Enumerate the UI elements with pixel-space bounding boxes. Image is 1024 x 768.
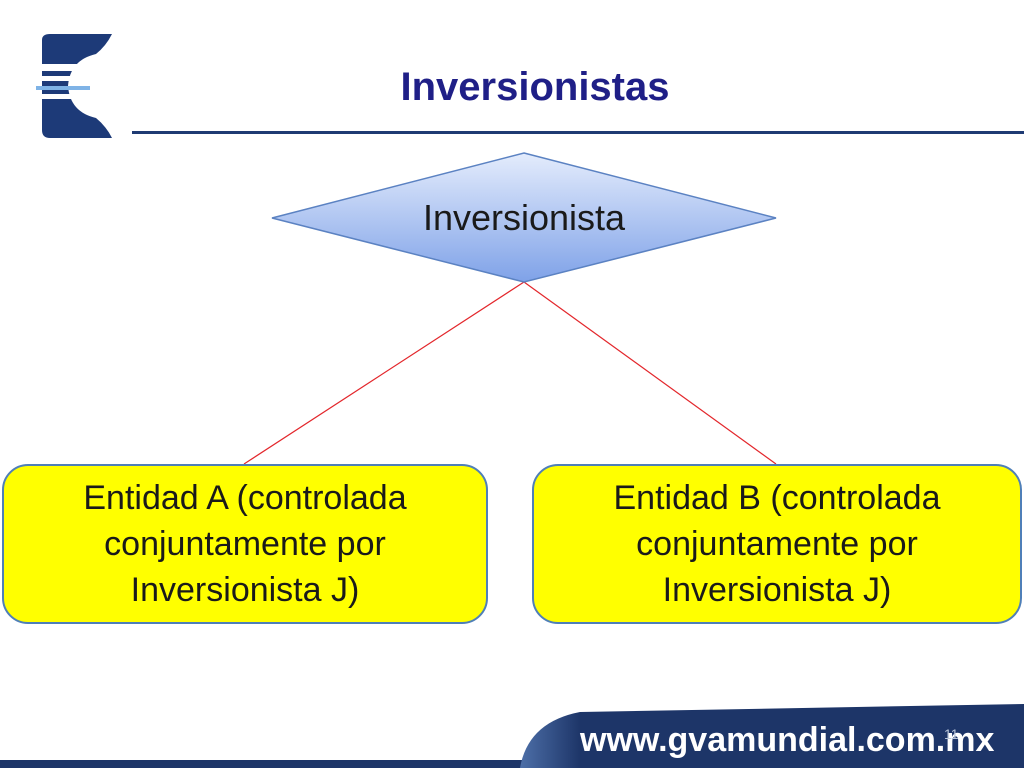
website-url[interactable]: www.gvamundial.com.mx — [580, 721, 995, 759]
root-diamond — [271, 152, 777, 283]
entity-b-box: Entidad B (controlada conjuntamente por … — [532, 464, 1022, 624]
entity-a-box: Entidad A (controlada conjuntamente por … — [2, 464, 488, 624]
slide-title: Inversionistas — [400, 65, 670, 109]
page-number: 11 — [944, 726, 959, 742]
connector-line-b — [523, 281, 777, 465]
entity-a-label: Entidad A (controlada conjuntamente por … — [83, 479, 407, 609]
title-divider — [132, 131, 1024, 134]
entity-b-label: Entidad B (controlada conjuntamente por … — [613, 479, 941, 609]
root-label: Inversionista — [422, 197, 626, 238]
connector-line-a — [243, 281, 525, 465]
company-logo — [36, 34, 112, 138]
